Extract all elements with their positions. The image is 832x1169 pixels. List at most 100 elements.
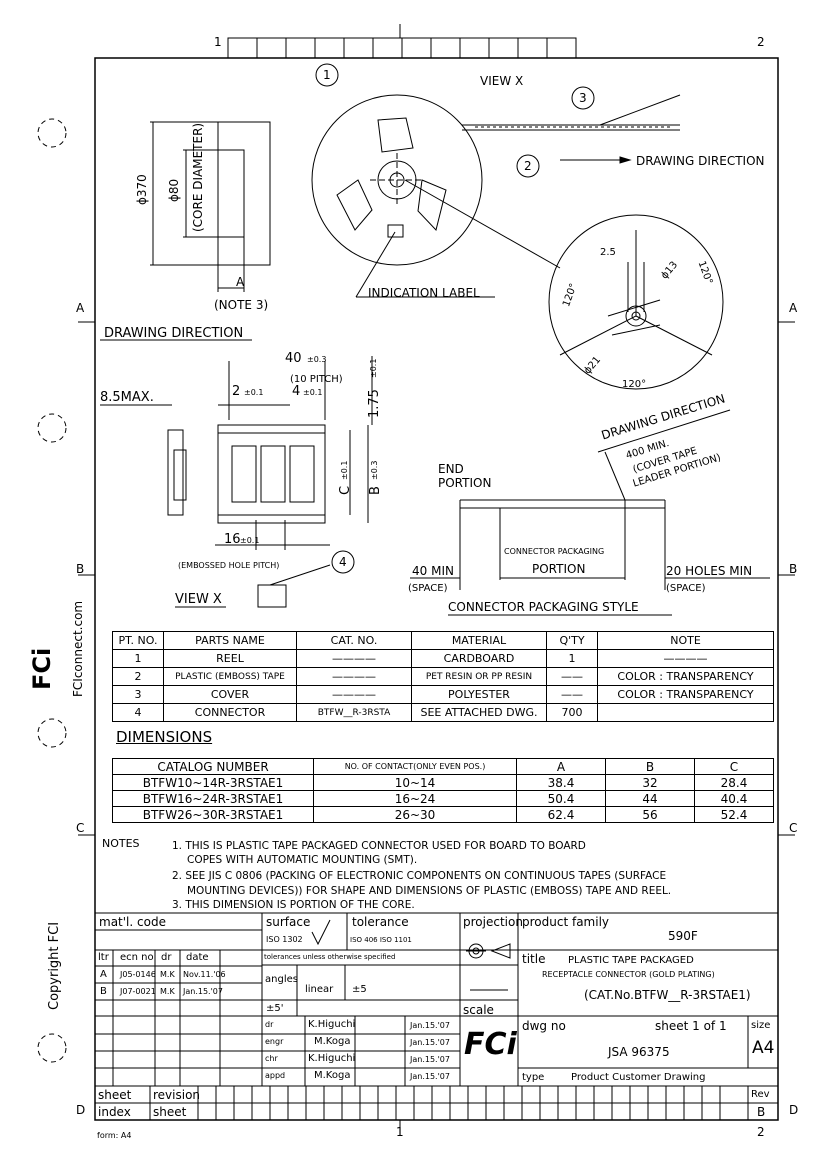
space-label: (SPACE) (666, 583, 706, 594)
rev-letter: A (100, 969, 107, 980)
zone-label: B (789, 562, 798, 576)
sign-date: Jan.15.'07 (410, 1021, 450, 1030)
angles-label: angles (265, 974, 298, 985)
dim-pitch40-tol: ±0.3 (307, 355, 327, 364)
balloon-1: 1 (323, 68, 331, 82)
angle-bottom: 120° (622, 379, 647, 390)
drawing-direction-label: DRAWING DIRECTION (636, 154, 765, 168)
table-row: BTFW26~30R-3RSTAE1 26~30 62.4 56 52.4 (112, 806, 774, 823)
zone-label: A (789, 301, 798, 315)
table-header-row: CATALOG NUMBER NO. OF CONTACT(ONLY EVEN … (112, 758, 774, 775)
zone-label: D (76, 1103, 86, 1117)
embossed-hole-pitch-label: (EMBOSSED HOLE PITCH) (178, 561, 280, 570)
space-label: (SPACE) (408, 583, 448, 594)
dim-2-tol: ±0.1 (244, 388, 264, 397)
balloon-4: 4 (339, 555, 347, 569)
table-cell: 52.4 (694, 806, 774, 823)
product-family-label: product family (522, 915, 610, 929)
table-cell: 56 (605, 806, 695, 823)
zone-label: A (76, 301, 85, 315)
surface-iso: ISO 1302 (266, 935, 303, 944)
table-header-row: PT. NO. PARTS NAME CAT. NO. MATERIAL Q'T… (112, 631, 774, 650)
table-cell (597, 703, 774, 722)
angles-value: ±5' (266, 1003, 284, 1014)
size-label: size (751, 1020, 771, 1031)
title-line-1: PLASTIC TAPE PACKAGED (568, 955, 694, 966)
sheet-label: sheet 1 of 1 (655, 1019, 727, 1033)
packaging-style-title: CONNECTOR PACKAGING STYLE (448, 600, 639, 614)
form-size: form: A4 (97, 1131, 132, 1140)
rev-label: Rev (751, 1089, 770, 1100)
table-cell: 28.4 (694, 774, 774, 791)
title-line-2: RECEPTACLE CONNECTOR (GOLD PLATING) (542, 970, 715, 979)
indication-label: INDICATION LABEL (368, 286, 480, 300)
dim-8-5-max: 8.5MAX. (100, 390, 154, 405)
table-cell: 44 (605, 790, 695, 807)
dim-pitch40: 40 (285, 351, 302, 366)
notes-label: NOTES (102, 837, 140, 850)
sign-name: M.Koga (314, 1036, 351, 1047)
table-cell: 26~30 (313, 806, 517, 823)
type-label: type (522, 1072, 545, 1083)
revision-label: revision (153, 1088, 201, 1102)
connector-portion-label: PORTION (532, 562, 586, 576)
sign-role: dr (265, 1020, 274, 1029)
zone-label: 1 (214, 35, 222, 49)
rev-date: Jan.15.'07 (183, 987, 223, 996)
end-label: END (438, 462, 464, 476)
zone-label: 1 (396, 1125, 404, 1139)
table-cell: ———— (597, 649, 774, 668)
sign-date: Jan.15.'07 (410, 1055, 450, 1064)
note-1a: 1. THIS IS PLASTIC TAPE PACKAGED CONNECT… (172, 840, 586, 852)
view-x-label: VIEW X (175, 592, 222, 607)
sign-name: K.Higuchi (308, 1053, 356, 1064)
drawing-direction-label: DRAWING DIRECTION (104, 326, 244, 341)
title-label: title (522, 952, 546, 966)
sign-name: M.Koga (314, 1070, 351, 1081)
table-cell: CONNECTOR (163, 703, 297, 722)
dim-4: 4 (292, 384, 301, 399)
note-3: 3. THIS DIMENSION IS PORTION OF THE CORE… (172, 899, 415, 911)
dim-40-min: 40 MIN (412, 564, 454, 578)
surface-label: surface (266, 915, 311, 929)
matl-code-label: mat'l. code (99, 915, 166, 929)
table-cell: 62.4 (516, 806, 606, 823)
dim-10-pitch: (10 PITCH) (290, 374, 343, 385)
dim-a: A (236, 275, 245, 289)
table-cell: SEE ATTACHED DWG. (411, 703, 547, 722)
tolerance-label: tolerance (352, 915, 409, 929)
rev-dr: M.K (160, 970, 175, 979)
tolerance-note: tolerances unless otherwise specified (264, 953, 396, 961)
sheet-index-label: sheet (98, 1088, 132, 1102)
rev-ecn: J05-0146 (120, 970, 156, 979)
balloon-2: 2 (524, 159, 532, 173)
sign-role: engr (265, 1037, 284, 1046)
rev-header: date (186, 952, 209, 963)
dwg-no-value: JSA 96375 (608, 1045, 670, 1059)
sign-role: appd (265, 1071, 286, 1080)
table-row: 4 CONNECTOR BTFW__R-3RSTA SEE ATTACHED D… (112, 703, 774, 722)
dim-4-tol: ±0.1 (303, 388, 323, 397)
note-2b: MOUNTING DEVICES)) FOR SHAPE AND DIMENSI… (187, 885, 672, 897)
sign-role: chr (265, 1054, 278, 1063)
tolerance-iso: ISO 406 ISO 1101 (350, 936, 412, 944)
note-2a: 2. SEE JIS C 0806 (PACKING OF ELECTRONIC… (172, 870, 667, 882)
table-cell: 700 (546, 703, 598, 722)
rev-header: dr (161, 952, 172, 963)
scale-label: scale (463, 1003, 494, 1017)
end-portion-label: PORTION (438, 476, 492, 490)
table-cell: COLOR : TRANSPARENCY (597, 685, 774, 704)
note3-label: (NOTE 3) (214, 298, 269, 312)
view-x-label: VIEW X (480, 74, 524, 88)
size-value: A4 (752, 1038, 775, 1058)
table-row: 3 COVER ———— POLYESTER —— COLOR : TRANSP… (112, 685, 774, 704)
dim-2: 2 (232, 384, 241, 399)
fci-logo: FCi (464, 1027, 517, 1062)
rev-letter: B (100, 986, 107, 997)
table-cell: BTFW__R-3RSTA (296, 703, 412, 722)
rev-header: ecn no (120, 952, 154, 963)
projection-label: projection (463, 915, 523, 929)
dim-2-5: 2.5 (600, 247, 616, 258)
